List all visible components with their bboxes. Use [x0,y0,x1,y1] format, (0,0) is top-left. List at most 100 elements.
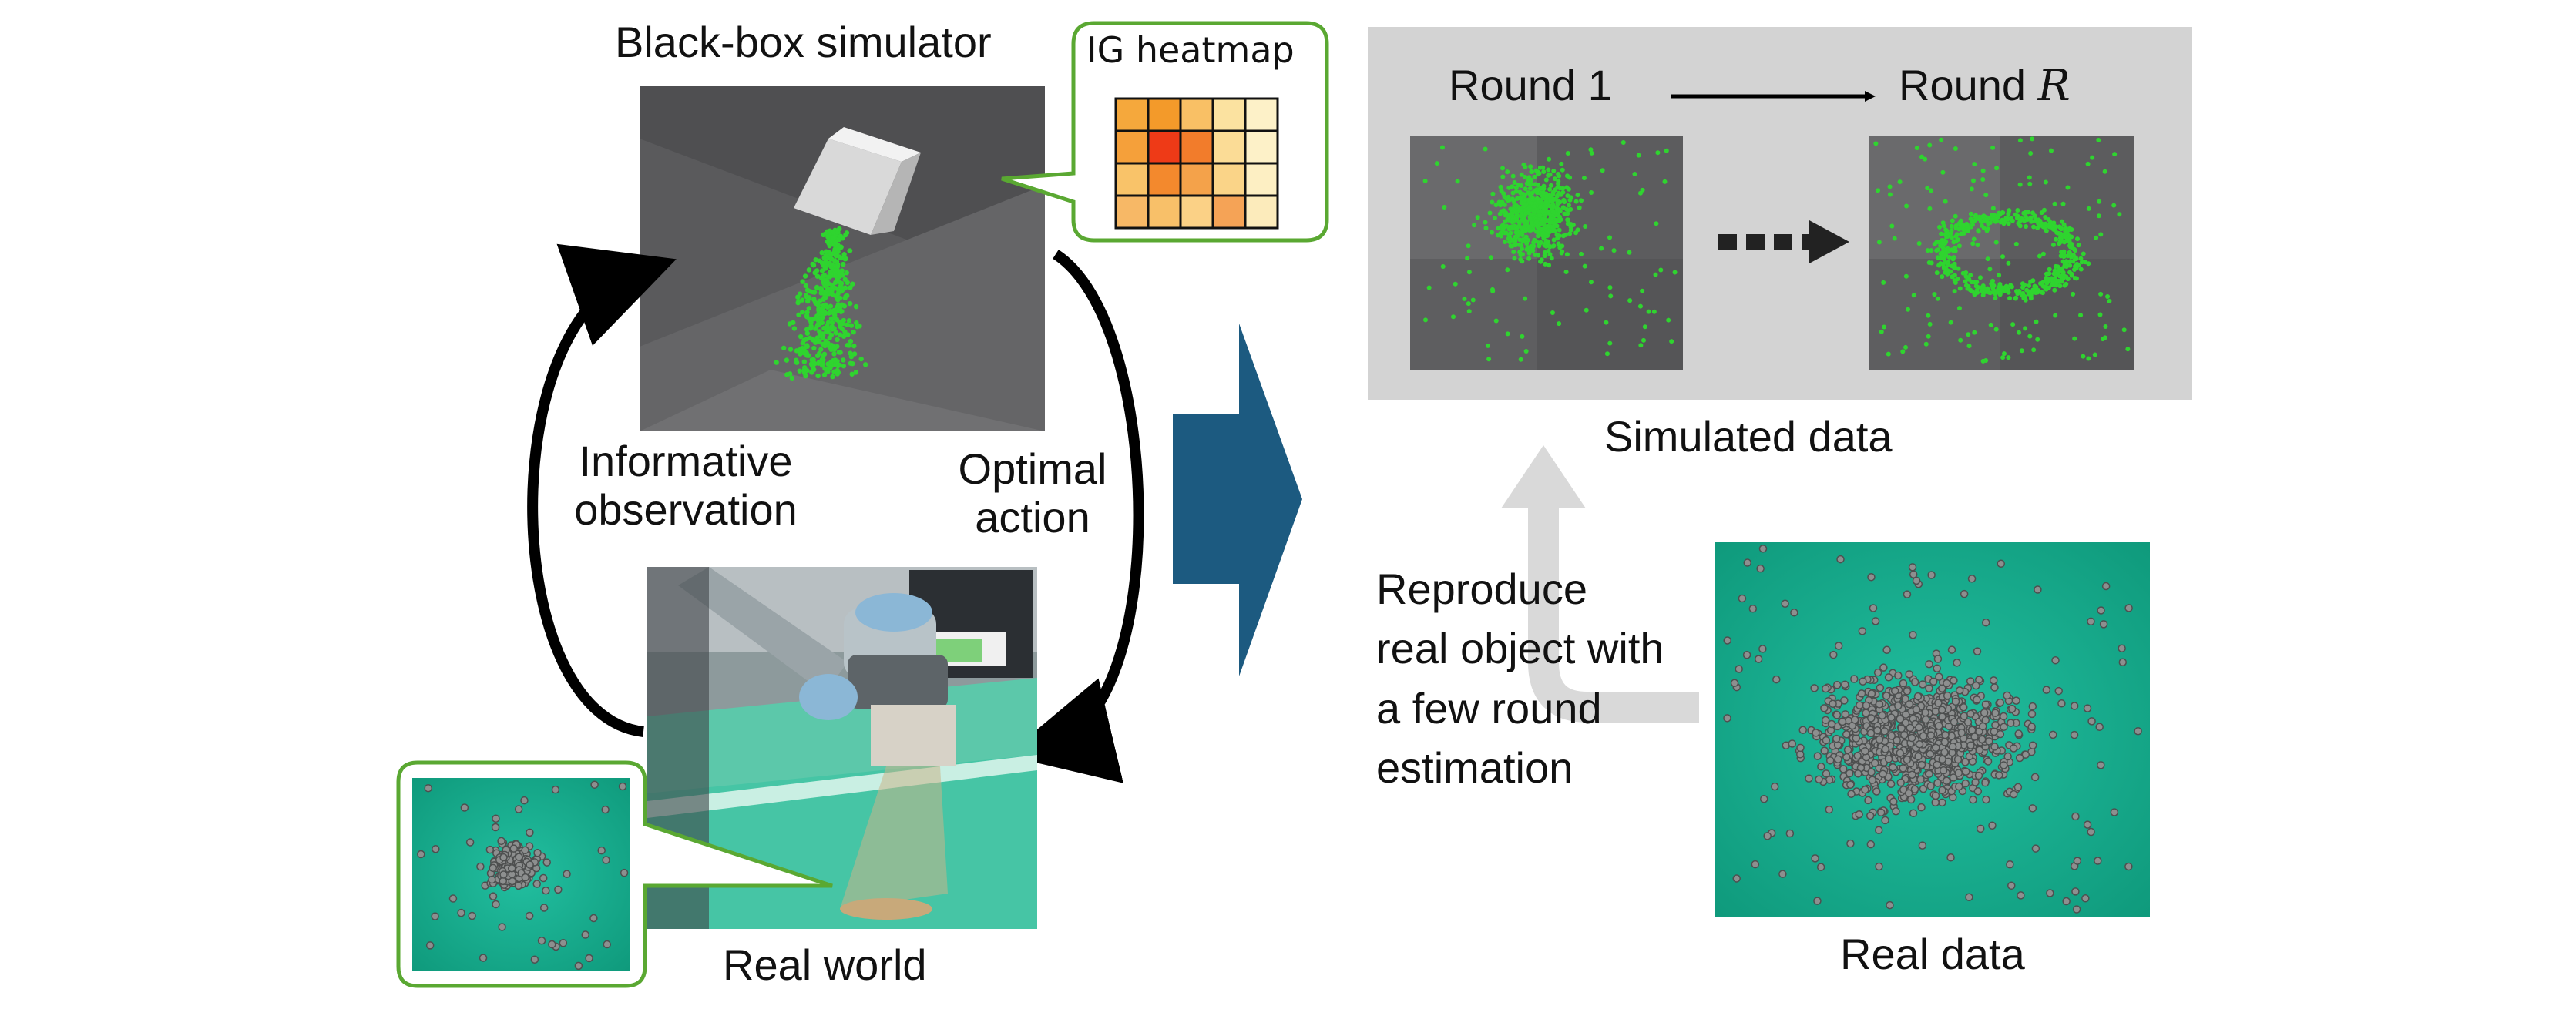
pellet [1758,545,1768,553]
particle [1533,238,1538,243]
particle [2105,293,2111,299]
particle [806,306,811,311]
particle [806,267,812,273]
particle [2035,225,2040,230]
particle [1550,192,1556,197]
particle [1550,225,1556,230]
pellet [1927,571,1936,579]
particle [791,326,798,331]
particle [2027,181,2033,186]
particle [820,279,826,285]
particle [820,354,826,359]
particle [2047,220,2053,226]
pellet [1810,684,1819,692]
particle [1980,168,1986,173]
pellet [2028,804,2037,813]
optimal-label: Optimal action [932,444,1133,541]
round-1-label: Round 1 [1449,61,1612,109]
particle [1520,225,1525,230]
particle [1637,303,1643,309]
particle [2006,221,2011,226]
pellet [2051,655,2060,665]
particle [2017,138,2023,143]
particle [1512,256,1517,261]
pellet [1858,627,1867,635]
pellet [581,930,589,939]
particle [1961,223,1966,228]
particle [1607,235,1613,240]
particle [1604,320,1609,325]
particle [2028,279,2034,284]
particle [2030,136,2035,142]
pellet [1988,821,1997,830]
particle [1465,256,1470,261]
particle [841,357,846,363]
pellet [1902,710,1910,719]
pellet [2009,744,2018,753]
particle [1517,189,1523,195]
pellet [1931,798,1940,807]
particle [849,371,855,377]
particle [820,314,825,320]
particle [1502,240,1507,245]
pellet [1912,576,1921,585]
pellet [1938,755,1947,764]
particle [848,360,854,366]
pellet [431,912,439,920]
particle [1948,230,1953,236]
pellet [1853,751,1862,760]
particle [1966,284,1971,290]
particle [774,360,779,365]
particle [2035,290,2040,295]
particle [2064,260,2069,265]
particle [1991,288,1997,293]
particle [2078,256,2084,261]
pellet [1910,785,1919,794]
particle [2025,217,2030,223]
pellet [1903,756,1912,764]
heatmap-cell [1147,97,1182,132]
particle [829,324,835,330]
particle [1940,241,1945,246]
particle [791,320,796,326]
particle [835,277,840,282]
particle [828,309,834,314]
pellet [2031,844,2040,853]
particle [1517,250,1523,255]
particle [1983,193,1989,198]
particle [1950,274,1955,280]
particle [2000,355,2006,360]
particle [1562,211,1567,216]
falling-particles [774,226,868,381]
pellet [2003,691,2011,700]
pellet [2110,808,2119,816]
particle [1560,186,1566,191]
particle [1972,162,1977,167]
particle [1513,189,1519,194]
particle [808,326,814,331]
particle [2085,161,2091,166]
particle [2041,207,2047,213]
pellet [1972,681,1980,690]
particle [1503,230,1509,236]
particle [2067,263,2073,268]
particle [1553,217,1558,223]
pellet [1875,700,1884,709]
pellet [1861,785,1869,794]
particle [2069,227,2074,233]
pellet [1951,697,1960,706]
particle [1925,248,1930,253]
particle [1952,265,1957,270]
particle [846,343,852,348]
particle [1490,199,1495,205]
particle [1522,174,1527,179]
pellet [2030,773,2040,782]
particle [1968,287,1973,293]
particle [1492,215,1497,220]
pellet [1882,692,1891,700]
particle [1956,226,1962,232]
particle [1554,206,1560,211]
particle [1655,150,1661,156]
particle [2026,210,2031,215]
